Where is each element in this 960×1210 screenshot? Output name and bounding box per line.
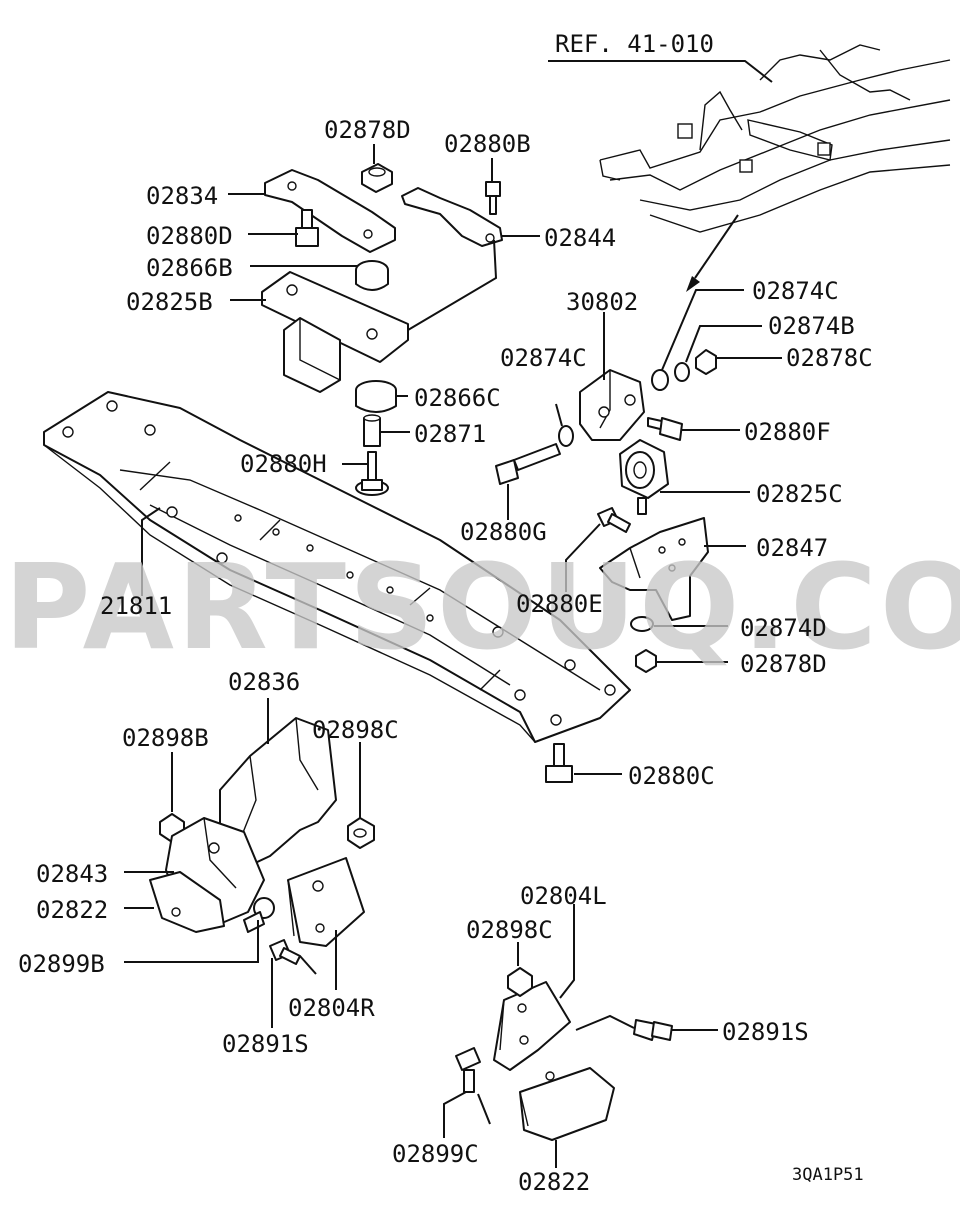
nut-02898C-right <box>507 967 533 997</box>
label-02898C-left: 02898C <box>312 716 399 744</box>
label-02874D: 02874D <box>740 614 827 642</box>
bolt-02880D <box>295 209 319 247</box>
label-02843: 02843 <box>36 860 108 888</box>
label-02836: 02836 <box>228 668 300 696</box>
label-02874C-left: 02874C <box>500 344 587 372</box>
label-02880D: 02880D <box>146 222 233 250</box>
washer-02874B <box>674 362 690 382</box>
label-02871: 02871 <box>414 420 486 448</box>
label-02899C: 02899C <box>392 1140 479 1168</box>
label-02878D-bottom: 02878D <box>740 650 827 678</box>
bracket-02804R <box>287 857 365 947</box>
bolt-02880H <box>355 451 389 496</box>
label-02866B: 02866B <box>146 254 233 282</box>
stud-02899B <box>243 897 275 933</box>
label-02834: 02834 <box>146 182 218 210</box>
label-02880B: 02880B <box>444 130 531 158</box>
washer-02874C-left <box>558 425 574 447</box>
label-02898B: 02898B <box>122 724 209 752</box>
bolt-02880B <box>485 181 501 215</box>
bracket-02834 <box>264 169 396 253</box>
bushing-02866B <box>355 260 389 291</box>
label-30802: 30802 <box>566 288 638 316</box>
label-02880C: 02880C <box>628 762 715 790</box>
label-02874B: 02874B <box>768 312 855 340</box>
mount-02878D-top <box>361 163 393 193</box>
label-02847: 02847 <box>756 534 828 562</box>
washer-02874D <box>630 616 654 632</box>
chassis-frame-reference-drawing <box>548 44 951 292</box>
label-02878D-top: 02878D <box>324 116 411 144</box>
bolt-02880F <box>647 417 683 441</box>
drawing-code: 3QA1P51 <box>792 1165 864 1185</box>
label-02822-right: 02822 <box>518 1168 590 1196</box>
bracket-02847 <box>599 517 709 621</box>
bracket-30802 <box>579 369 645 441</box>
bolt-02880G <box>495 443 561 485</box>
bracket-02825B <box>261 271 409 393</box>
washer-02874C-right <box>651 369 669 391</box>
mount-02822-left <box>149 871 225 933</box>
label-02880H: 02880H <box>240 450 327 478</box>
label-02891S-left: 02891S <box>222 1030 309 1058</box>
label-02878C: 02878C <box>786 344 873 372</box>
mount-02825C <box>619 439 669 515</box>
nut-02898C-left <box>347 817 375 849</box>
ref-label: REF. 41-010 <box>555 30 714 58</box>
nut-02878D <box>635 649 657 673</box>
label-02880E: 02880E <box>516 590 603 618</box>
label-02822-left: 02822 <box>36 896 108 924</box>
spacer-02871 <box>363 414 381 447</box>
mount-02822-right <box>519 1067 615 1141</box>
bracket-02804L <box>493 981 571 1071</box>
label-02874C-right: 02874C <box>752 277 839 305</box>
label-02844: 02844 <box>544 224 616 252</box>
label-02804L: 02804L <box>520 882 607 910</box>
label-21811: 21811 <box>100 592 172 620</box>
label-02825B: 02825B <box>126 288 213 316</box>
watermark: PARTSOUQ.COM <box>4 538 960 676</box>
label-02825C: 02825C <box>756 480 843 508</box>
bolt-02891S-left <box>269 939 301 965</box>
bolt-02880C <box>545 743 573 783</box>
bolt-02891S-right <box>633 1019 673 1041</box>
label-02866C: 02866C <box>414 384 501 412</box>
label-02891S-right: 02891S <box>722 1018 809 1046</box>
label-02880G: 02880G <box>460 518 547 546</box>
label-02880F: 02880F <box>744 418 831 446</box>
crossmember-21811 <box>43 391 631 743</box>
stud-02899C <box>455 1047 481 1093</box>
label-02804R: 02804R <box>288 994 375 1022</box>
label-02899B: 02899B <box>18 950 105 978</box>
nut-02878C <box>695 349 717 375</box>
bolt-02880E <box>597 507 631 533</box>
label-02898C-right: 02898C <box>466 916 553 944</box>
bracket-02844 <box>401 187 503 247</box>
bushing-02866C <box>355 380 397 413</box>
